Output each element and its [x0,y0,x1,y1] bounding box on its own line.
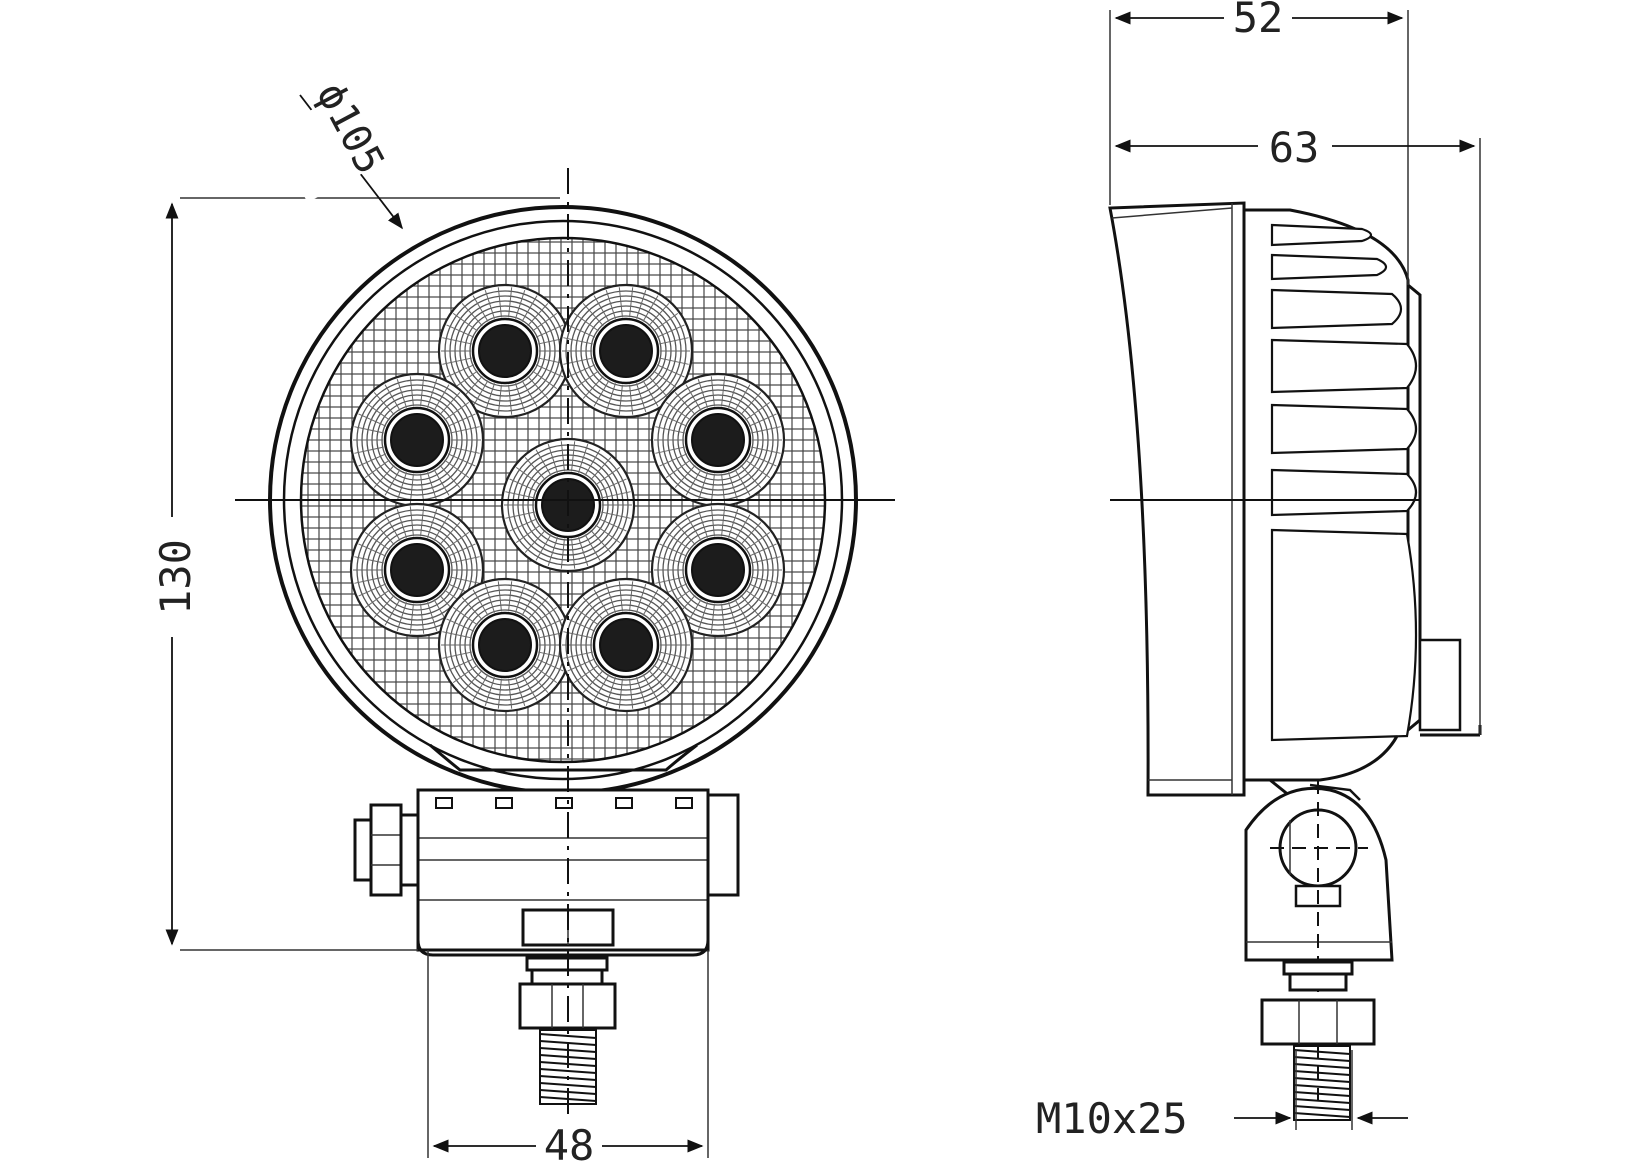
led-reflector [650,502,786,638]
side-stud-thread [1293,1045,1351,1121]
lens-bottom-lip [429,743,698,772]
led-emitter [599,618,653,672]
led-emitter [478,324,532,378]
led-array [349,283,786,713]
side-stud [1260,960,1376,1121]
dim-label-48: 48 [544,1121,595,1170]
front-view [235,168,895,1120]
led-reflector [650,372,786,508]
dim-label-thread: M10x25 [1036,1094,1188,1143]
led-reflector [558,577,694,713]
dim-label-130: 130 [151,539,200,615]
led-emitter [599,324,653,378]
heatsink-fins [1270,223,1418,742]
mounting-bracket [416,788,740,957]
side-bolt [353,803,420,897]
dim-label-63: 63 [1269,123,1320,172]
led-reflector [437,283,573,419]
led-emitter [691,413,745,467]
led-reflector [349,502,485,638]
led-reflector [558,283,694,419]
led-reflector [437,577,573,713]
side-dimensions: 52 63 M10x25 [1036,0,1481,1143]
dim-label-52: 52 [1233,0,1284,42]
side-view [1108,201,1482,1121]
led-reflector [349,372,485,508]
led-emitter [691,543,745,597]
led-emitter [478,618,532,672]
side-bracket [1244,778,1394,1100]
led-emitter [390,413,444,467]
led-emitter [390,543,444,597]
